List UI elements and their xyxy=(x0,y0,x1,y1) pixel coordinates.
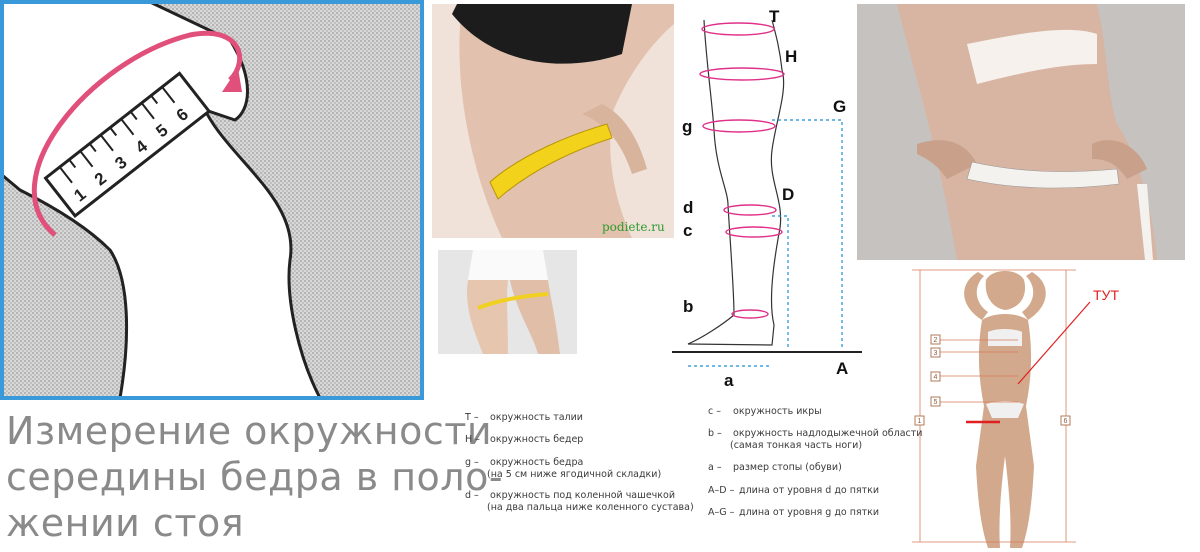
label-c: c xyxy=(683,221,692,240)
legend-item: g – окружность бедра (на 5 см ниже ягоди… xyxy=(465,457,662,480)
legend-item: b – окружность надлодыжечной области (са… xyxy=(708,428,923,451)
label-a: a xyxy=(724,371,734,390)
diagram-border xyxy=(0,0,424,400)
thigh-tape-small-photo xyxy=(438,250,577,354)
label-D: D xyxy=(782,185,794,204)
label-b: b xyxy=(683,297,693,316)
legend-left: T – окружность талии H – окружность беде… xyxy=(465,412,705,522)
body-marker: 5 xyxy=(934,399,938,406)
legend-item: T – окружность талии xyxy=(465,412,583,423)
thigh-tape-photo xyxy=(432,4,674,238)
legend-item: a – размер стопы (обуви) xyxy=(708,462,842,473)
watermark-text: podiete.ru xyxy=(602,220,665,234)
body-marker: 3 xyxy=(934,350,938,357)
thigh-white-tape-photo xyxy=(857,4,1185,260)
caption-line: середины бедра в поло- xyxy=(6,455,504,499)
label-H: H xyxy=(785,47,797,66)
legend-item: d – окружность под коленной чашечкой (на… xyxy=(465,490,694,513)
caption-line: Измерение окружности xyxy=(6,409,493,453)
label-A: A xyxy=(836,359,848,378)
wrap-arrow-icon xyxy=(31,30,242,237)
label-d: d xyxy=(683,198,693,217)
leg-measurement-diagram: T H G g D d c b a A xyxy=(672,7,862,390)
leg-outline xyxy=(687,19,785,346)
dashed-line-g xyxy=(772,119,843,350)
measurement-rings xyxy=(699,22,785,319)
legend-item: c – окружность икры xyxy=(708,406,822,417)
tut-label: ТУТ xyxy=(1093,287,1119,303)
diagram-caption: Измерение окружности середины бедра в по… xyxy=(6,408,504,546)
full-body-marker-photo: 2 3 4 5 1 6 xyxy=(900,266,1116,548)
body-marker: 6 xyxy=(1064,418,1068,425)
label-T: T xyxy=(769,7,780,26)
caption-line: жении стоя xyxy=(6,501,245,545)
tape-measure: 1 2 3 4 5 6 xyxy=(43,71,212,219)
body-marker: 4 xyxy=(934,374,938,381)
label-G: G xyxy=(833,97,846,116)
knee-measurement-diagram: 1 2 3 4 5 6 xyxy=(0,0,424,400)
label-g: g xyxy=(682,117,692,136)
legend-item: A–G – длина от уровня g до пятки xyxy=(708,507,880,518)
body-marker: 2 xyxy=(934,337,938,344)
body-marker: 1 xyxy=(918,418,922,425)
legend-item: H – окружность бедер xyxy=(465,434,584,445)
legend-item: A–D – длина от уровня d до пятки xyxy=(708,485,880,496)
legend-right: c – окружность икры b – окружность надло… xyxy=(708,406,922,526)
